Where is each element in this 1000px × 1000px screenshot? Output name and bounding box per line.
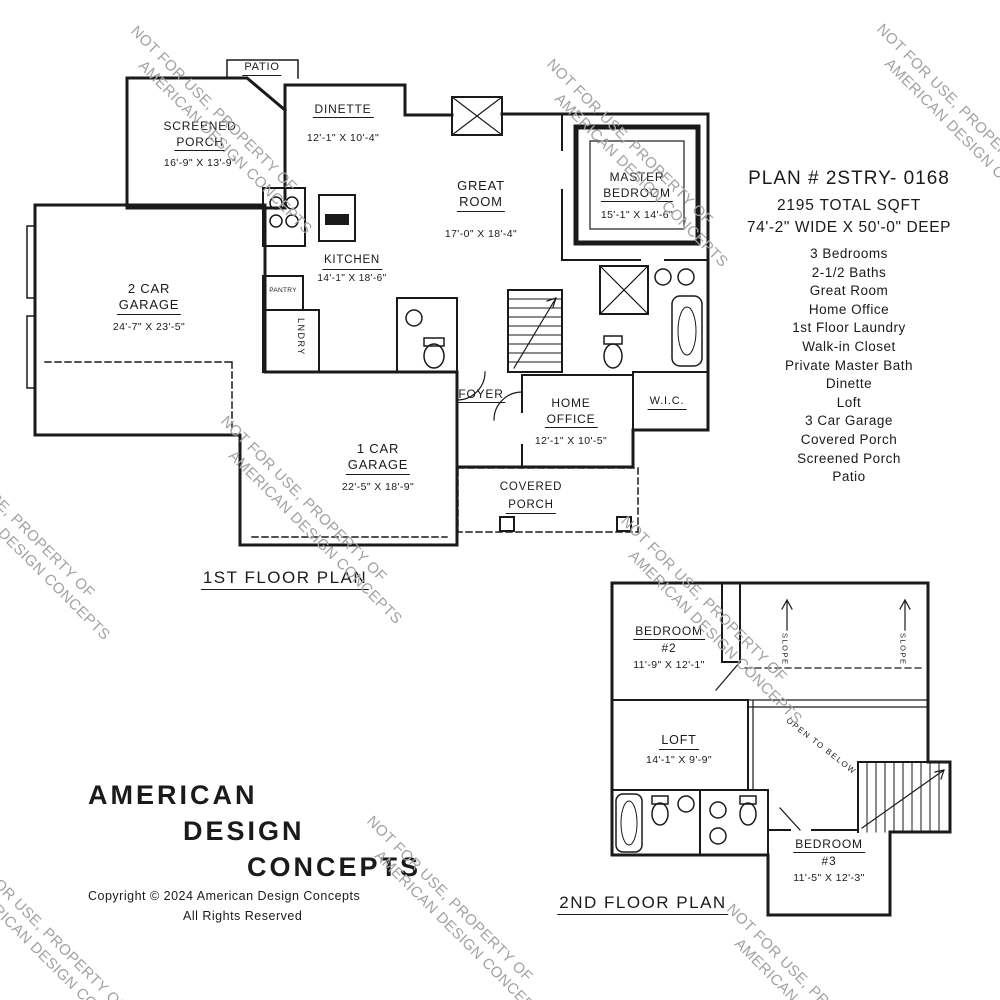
first-floor-interior <box>262 96 709 468</box>
room-label-screened-porch: SCREENED PORCH 16'-9" X 13'-9" <box>163 119 236 169</box>
room-label-loft: LOFT 14'-1" X 9'-9" <box>646 731 712 766</box>
room-label-1-car-garage: 1 CAR GARAGE 22'-5" X 18'-9" <box>342 441 414 494</box>
room-name: SCREENED <box>163 119 237 133</box>
room-label-bedroom-2: BEDROOM #2 11'-9" X 12'-1" <box>633 622 705 671</box>
room-dims: 14'-1" X 9'-9" <box>645 753 713 766</box>
second-floor-title-text: 2ND FLOOR PLAN <box>557 893 729 916</box>
room-label-wic: W.I.C. <box>647 391 687 410</box>
first-floor-title: 1ST FLOOR PLAN <box>200 568 370 591</box>
room-label-bedroom-3: BEDROOM #3 11'-5" X 12'-3" <box>793 835 865 884</box>
room-label-patio: PATIO <box>242 61 282 76</box>
room-name: BEDROOM <box>793 837 865 854</box>
slope-label: SLOPE <box>898 633 908 666</box>
feature-item: Patio <box>832 469 866 485</box>
room-label-pantry: PANTRY <box>269 287 297 295</box>
room-name: GREAT <box>457 178 505 193</box>
room-label-great-room: GREAT ROOM 17'-0" X 18'-4" <box>445 178 517 241</box>
room-dims: 12'-1" X 10'-5" <box>534 435 608 448</box>
second-floor-title: 2ND FLOOR PLAN <box>557 893 729 916</box>
feature-item: Great Room <box>809 283 889 299</box>
plan-sqft: 2195 TOTAL SQFT <box>776 197 922 214</box>
brand-name-line3: CONCEPTS <box>247 852 422 882</box>
feature-item: Dinette <box>825 376 873 392</box>
feature-item: 3 Car Garage <box>805 413 893 429</box>
feature-item: Covered Porch <box>800 431 898 447</box>
room-name: BEDROOM <box>633 624 705 641</box>
room-label-dinette: DINETTE 12'-1" X 10'-4" <box>307 100 379 144</box>
room-label-kitchen: KITCHEN 14'-1" X 18'-6" <box>317 250 386 284</box>
room-dims: 16'-9" X 13'-9" <box>163 157 237 170</box>
slope-text: SLOPE <box>898 633 908 666</box>
room-name: W.I.C. <box>647 395 687 410</box>
room-name: COVERED <box>499 481 563 493</box>
feature-item: Walk-in Closet <box>802 338 896 354</box>
room-dims: 14'-1" X 18'-6" <box>317 272 387 284</box>
room-dims: 11'-5" X 12'-3" <box>793 872 865 885</box>
room-name: 2 CAR <box>127 281 171 296</box>
first-floor-walls <box>33 59 710 547</box>
room-name: GARAGE <box>116 297 182 315</box>
first-floor-title-text: 1ST FLOOR PLAN <box>200 568 370 591</box>
room-label-covered-porch: COVERED PORCH <box>499 481 563 515</box>
room-number: #2 <box>661 640 677 655</box>
room-label-master-bedroom: MASTER BEDROOM 15'-1" X 14'-6" <box>601 170 673 221</box>
slope-label: SLOPE <box>780 633 790 666</box>
brand-name-line2: DESIGN <box>183 816 305 846</box>
plan-feature-list: 3 Bedrooms 2-1/2 Baths Great Room Home O… <box>710 245 988 487</box>
room-dims: 11'-9" X 12'-1" <box>633 659 705 672</box>
feature-item: 1st Floor Laundry <box>792 320 906 336</box>
room-name: LNDRY <box>296 318 306 356</box>
room-dims: 22'-5" X 18'-9" <box>341 481 415 494</box>
first-floor-details <box>26 225 639 538</box>
copyright-text: Copyright © 2024 American Design Concept… <box>88 889 361 903</box>
room-label-home-office: HOME OFFICE 12'-1" X 10'-5" <box>535 396 607 447</box>
room-name: PORCH <box>506 499 556 515</box>
room-label-2-car-garage: 2 CAR GARAGE 24'-7" X 23'-5" <box>113 281 185 334</box>
room-name: ROOM <box>457 194 505 212</box>
room-name: 1 CAR <box>356 441 400 456</box>
room-name: BEDROOM <box>601 186 673 203</box>
second-floor-walls <box>610 581 952 917</box>
feature-item: Screened Porch <box>797 450 901 466</box>
room-name: OFFICE <box>544 412 598 429</box>
room-dims: 17'-0" X 18'-4" <box>444 228 518 241</box>
room-name: PORCH <box>174 135 226 152</box>
plan-info: PLAN # 2STRY- 0168 2195 TOTAL SQFT 74'-2… <box>710 168 988 487</box>
slope-text: SLOPE <box>780 633 790 666</box>
brand-name-line1: AMERICAN <box>88 780 258 810</box>
feature-item: Loft <box>836 394 862 410</box>
second-floor-interior <box>611 582 945 856</box>
rights-text: All Rights Reserved <box>183 909 303 923</box>
room-name: PANTRY <box>269 287 297 294</box>
room-label-foyer: FOYER <box>456 385 506 404</box>
room-dims: 24'-7" X 23'-5" <box>112 321 186 334</box>
feature-item: 3 Bedrooms <box>810 246 888 261</box>
feature-item: Home Office <box>808 301 890 317</box>
room-name: FOYER <box>456 387 506 404</box>
room-name: DINETTE <box>312 102 374 119</box>
plan-number: PLAN # 2STRY- 0168 <box>748 168 950 189</box>
room-name: HOME <box>551 396 591 410</box>
room-name: GARAGE <box>345 457 411 475</box>
room-number: #3 <box>821 853 837 868</box>
room-name: KITCHEN <box>321 254 383 270</box>
room-dims: 15'-1" X 14'-6" <box>600 209 674 222</box>
room-name: PATIO <box>242 61 282 76</box>
room-label-laundry: LNDRY <box>296 318 306 356</box>
room-name: MASTER <box>609 170 665 184</box>
room-dims: 12'-1" X 10'-4" <box>306 131 380 144</box>
feature-item: 2-1/2 Baths <box>811 264 887 280</box>
plan-overall-size: 74'-2" WIDE X 50'-0" DEEP <box>746 219 952 236</box>
room-name: LOFT <box>659 733 699 750</box>
feature-item: Private Master Bath <box>784 357 914 373</box>
